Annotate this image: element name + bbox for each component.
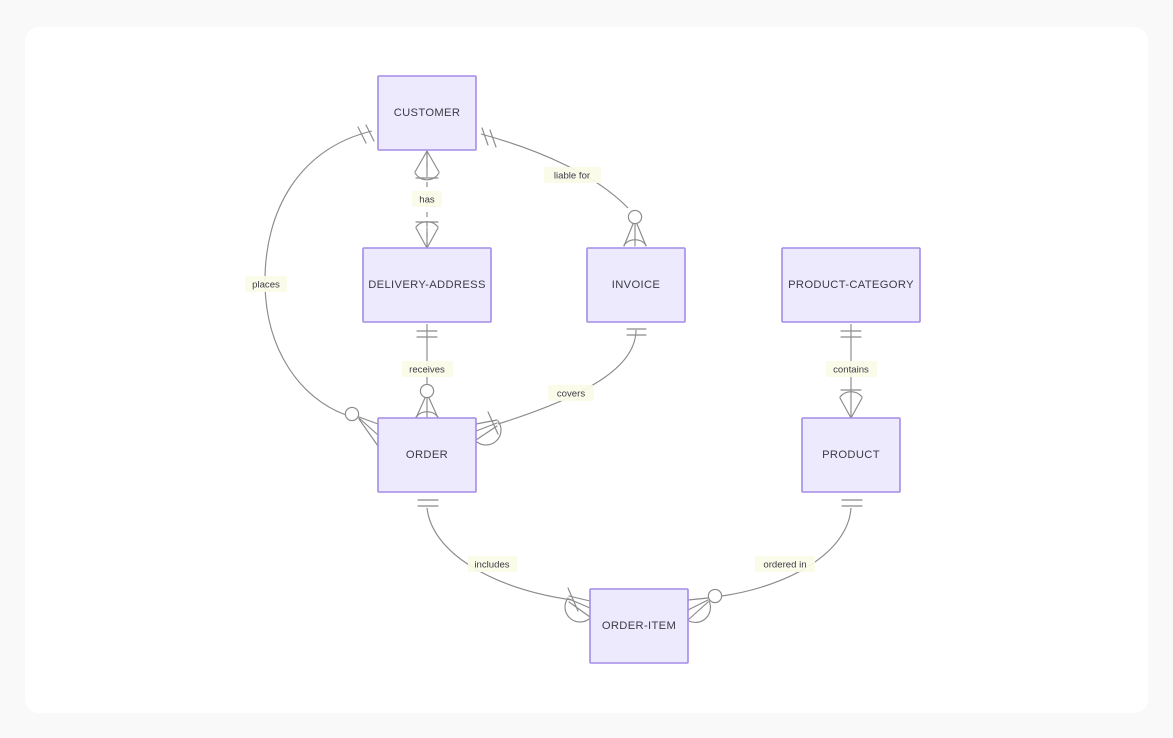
rel-label-includes[interactable]: includes [468, 556, 517, 572]
entity-layer: CUSTOMER DELIVERY-ADDRESS INVOICE PRODUC… [362, 75, 921, 664]
rel-label-places-text: places [252, 280, 280, 291]
edge-contains[interactable] [839, 324, 863, 419]
cardinality-one-or-many [415, 221, 439, 249]
entity-product[interactable]: PRODUCT [801, 417, 901, 493]
cardinality-one-and-only-one [481, 127, 497, 148]
rel-label-receives-text: receives [409, 365, 445, 376]
cardinality-one-and-only-one [626, 328, 647, 336]
entity-label-customer: CUSTOMER [394, 107, 461, 119]
entity-label-product-category: PRODUCT-CATEGORY [788, 279, 914, 291]
entity-order[interactable]: ORDER [377, 417, 477, 493]
rel-label-includes-text: includes [474, 560, 509, 571]
edge-liable-for[interactable] [480, 127, 647, 247]
cardinality-one-and-only-one [416, 330, 438, 338]
cardinality-one-and-only-one [417, 499, 439, 507]
entity-label-product: PRODUCT [822, 449, 880, 461]
rel-label-covers-text: covers [557, 389, 585, 400]
rel-label-ordered-in[interactable]: ordered in [755, 556, 815, 572]
rel-label-has[interactable]: has [412, 191, 442, 207]
rel-label-contains[interactable]: contains [826, 361, 877, 377]
cardinality-one-or-many [839, 389, 863, 419]
cardinality-one-and-only-one [840, 330, 862, 338]
rel-label-has-text: has [419, 195, 435, 206]
cardinality-one-or-many [414, 150, 440, 181]
rel-label-receives[interactable]: receives [402, 361, 453, 377]
cardinality-zero-or-many [344, 406, 379, 447]
entity-label-order: ORDER [406, 449, 448, 461]
entity-customer[interactable]: CUSTOMER [377, 75, 477, 151]
cardinality-one-or-many [564, 587, 591, 623]
entity-label-invoice: INVOICE [612, 279, 660, 291]
entity-order-item[interactable]: ORDER-ITEM [589, 588, 689, 664]
edge-covers[interactable] [475, 328, 647, 446]
rel-label-covers[interactable]: covers [548, 385, 594, 401]
cardinality-zero-or-many [687, 588, 723, 624]
rel-label-places[interactable]: places [245, 276, 287, 292]
edge-has[interactable] [414, 150, 440, 249]
entity-label-delivery-address: DELIVERY-ADDRESS [368, 279, 486, 291]
entity-label-order-item: ORDER-ITEM [602, 620, 676, 632]
cardinality-one-or-many [475, 411, 502, 446]
edge-layer [264, 124, 863, 624]
rel-label-liable-for-text: liable for [554, 171, 591, 182]
rel-label-ordered-in-text: ordered in [763, 560, 806, 571]
rel-label-contains-text: contains [833, 365, 869, 376]
diagram-canvas-card [25, 27, 1148, 713]
entity-product-category[interactable]: PRODUCT-CATEGORY [781, 247, 921, 323]
rel-label-liable-for[interactable]: liable for [544, 167, 601, 183]
cardinality-one-and-only-one [841, 499, 863, 507]
cardinality-zero-or-many [415, 383, 439, 419]
entity-delivery-address[interactable]: DELIVERY-ADDRESS [362, 247, 492, 323]
cardinality-zero-or-many [623, 209, 647, 247]
cardinality-one-and-only-one [357, 124, 375, 144]
relationship-label-layer: places has liable for receives covers co [245, 167, 877, 572]
entity-invoice[interactable]: INVOICE [586, 247, 686, 323]
